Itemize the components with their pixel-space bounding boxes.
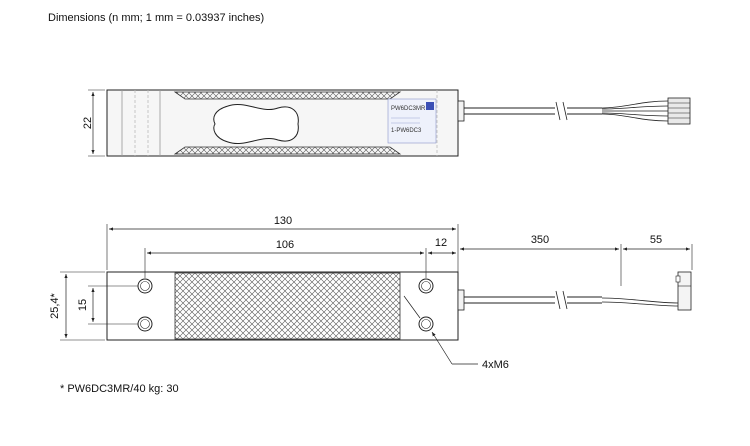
wire-connector-plan bbox=[677, 271, 692, 311]
dim-cable-length: 350 bbox=[531, 234, 549, 246]
label-model-text: PW6DC3MR bbox=[391, 106, 426, 112]
dim-height-bottom: 25,4* bbox=[49, 292, 61, 318]
mounting-hole-right-top bbox=[418, 278, 434, 294]
wire-connector-side bbox=[667, 97, 691, 125]
bottom-gauge-cover bbox=[173, 146, 402, 155]
mounting-hole-right-bottom bbox=[418, 316, 434, 332]
dim-hole-pitch: 15 bbox=[77, 299, 89, 311]
top-view: PW6DC3MR 1-PW6DC3 22 bbox=[82, 89, 691, 157]
top-gauge-cover bbox=[173, 91, 402, 100]
qr-code-icon bbox=[426, 102, 434, 110]
dim-connector-length: 55 bbox=[650, 234, 662, 246]
hole-callout-label: 4xM6 bbox=[482, 359, 509, 371]
mounting-hole-left-bottom bbox=[137, 316, 153, 332]
label-serial-text: 1-PW6DC3 bbox=[391, 128, 422, 134]
dim-overall-length: 130 bbox=[274, 215, 292, 227]
bottom-view: 130 106 12 350 55 25,4* 15 4xM6 bbox=[49, 215, 693, 371]
dim-hole-spacing: 106 bbox=[276, 239, 294, 251]
mounting-hole-left-top bbox=[137, 278, 153, 294]
binocular-hole bbox=[213, 104, 299, 144]
dim-end-offset: 12 bbox=[435, 237, 447, 249]
page-title: Dimensions (n mm; 1 mm = 0.03937 inches) bbox=[48, 12, 265, 24]
dim-height-top: 22 bbox=[82, 117, 94, 129]
footnote: * PW6DC3MR/40 kg: 30 bbox=[60, 383, 179, 395]
hatched-gauge-area bbox=[174, 272, 401, 340]
